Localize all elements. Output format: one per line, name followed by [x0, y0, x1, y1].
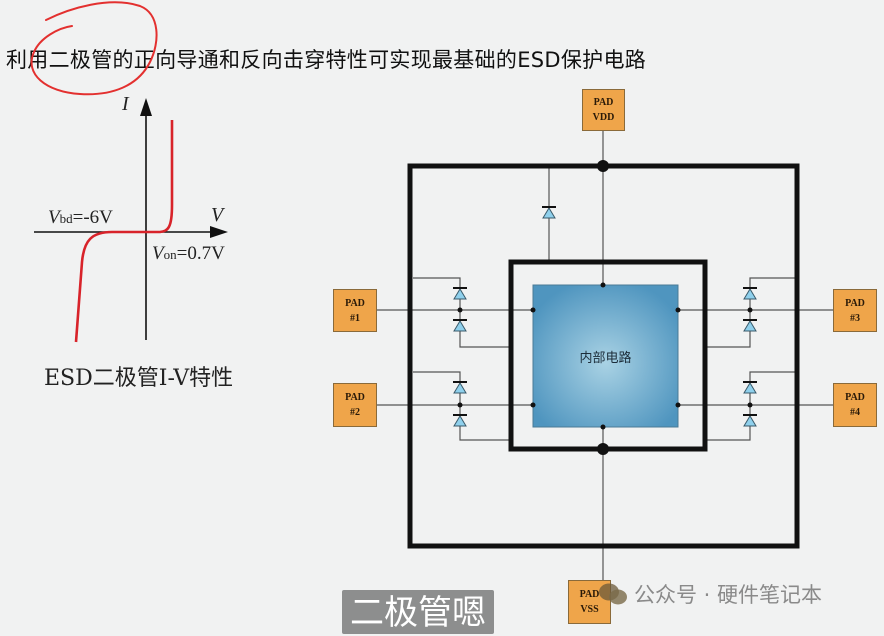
slide-title-cropped: ………… — [360, 0, 620, 2]
iv-curve — [74, 120, 174, 343]
pad-1: PAD#1 — [333, 289, 377, 332]
iv-x-arrow — [210, 226, 228, 238]
pad-4: PAD#4 — [833, 383, 877, 427]
vss-junction — [597, 443, 609, 455]
von-annotation: Von=0.7V — [152, 243, 225, 264]
diode-pad4-lower — [742, 414, 758, 427]
wechat-icon — [598, 581, 628, 607]
diode-pad1-lower — [452, 319, 468, 332]
vbd-annotation: Vbd=-6V — [48, 207, 113, 228]
hand-annotation-circle — [30, 1, 158, 96]
diode-pad3-upper — [742, 287, 758, 300]
diode-pad3-lower — [742, 319, 758, 332]
video-subtitle: 二极管嗯 — [342, 590, 494, 634]
pad-3: PAD#3 — [833, 289, 877, 332]
iv-x-label: V — [211, 204, 226, 226]
junction-dots — [457, 160, 753, 455]
iv-y-arrow — [140, 98, 152, 116]
watermark: 公众号 · 硬件笔记本 — [598, 580, 822, 608]
vdd-junction — [597, 160, 609, 172]
slide-headline: 利用二极管的正向导通和反向击穿特性可实现最基础的ESD保护电路 — [6, 48, 647, 72]
iv-chart-caption: ESD二极管I-V特性 — [44, 366, 234, 391]
iv-chart: I V Vbd=-6V Von=0.7V — [34, 93, 228, 343]
watermark-text: 公众号 · 硬件笔记本 — [634, 583, 823, 607]
pad-2: PAD#2 — [333, 383, 377, 427]
diode-pad4-upper — [742, 381, 758, 394]
internal-circuit-label: 内部电路 — [579, 350, 632, 366]
iv-y-label: I — [121, 93, 130, 115]
diode-pad2-lower — [452, 414, 468, 427]
diode-vdd-clamp — [541, 206, 557, 219]
diode-pad1-upper — [452, 287, 468, 300]
diode-pad2-upper — [452, 381, 468, 394]
